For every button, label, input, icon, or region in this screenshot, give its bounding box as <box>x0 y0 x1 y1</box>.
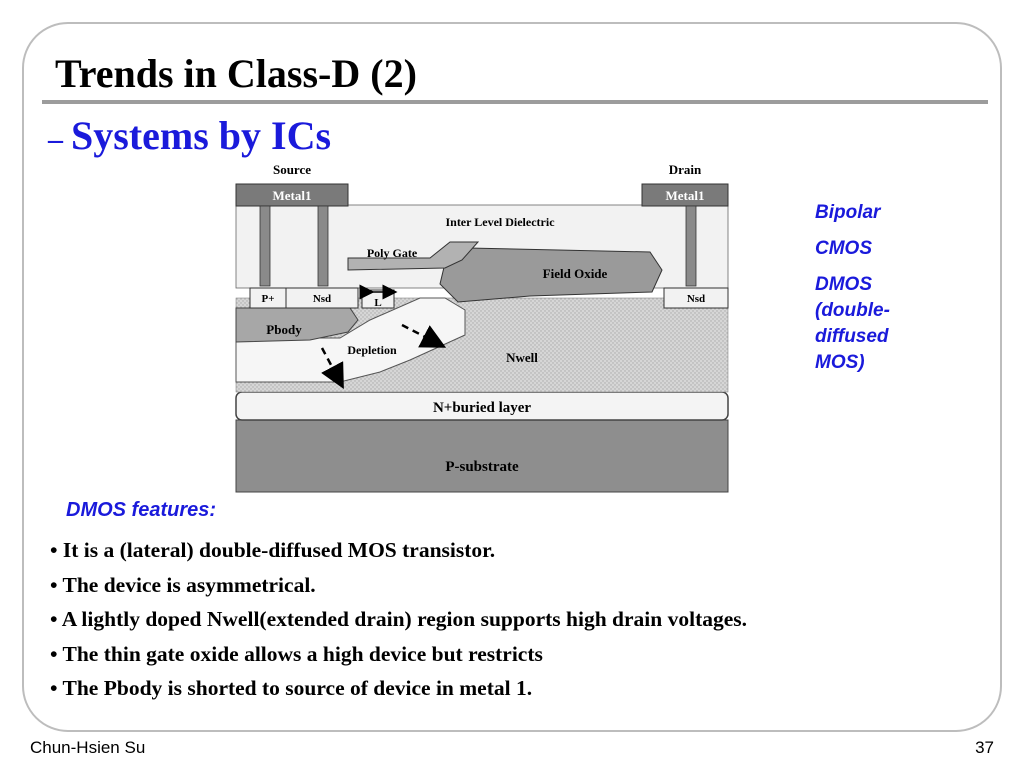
field-oxide-label: Field Oxide <box>543 266 608 281</box>
features-bullet-list: • It is a (lateral) double-diffused MOS … <box>50 533 747 706</box>
technology-line: DMOS <box>815 274 872 295</box>
poly-gate-label: Poly Gate <box>367 246 418 260</box>
source-via-left <box>259 205 271 287</box>
bullet-item: • It is a (lateral) double-diffused MOS … <box>50 538 496 562</box>
p-plus-label: P+ <box>262 293 275 305</box>
depletion-arrow-right <box>401 323 447 348</box>
technology-item-bipolar: Bipolar <box>815 200 975 226</box>
nsd-right-box <box>663 287 729 309</box>
features-heading: DMOS features: <box>66 499 217 521</box>
drain-metal <box>641 183 729 207</box>
technology-line: diffused <box>815 326 889 347</box>
footer-author: Chun-Hsien Su <box>30 738 146 757</box>
technology-line: (double- <box>815 300 890 321</box>
ild-label: Inter Level Dielectric <box>445 215 555 229</box>
drain-via <box>685 205 697 287</box>
nsd-left-box <box>285 287 359 309</box>
bullet-item: • The device is asymmetrical. <box>50 572 316 597</box>
slide-subtitle: –Systems by ICs <box>48 112 331 159</box>
p-substrate-region <box>235 419 729 493</box>
field-oxide-region <box>439 247 663 303</box>
source-via-right <box>317 205 329 287</box>
subtitle-dash: – <box>48 123 63 156</box>
title-divider <box>42 100 988 104</box>
bullet-item: • A lightly doped Nwell(extended drain) … <box>50 607 748 631</box>
page-number: 37 <box>975 738 994 757</box>
dmos-cross-section-diagram: Source Drain Metal1 Metal1 Inter Level D… <box>235 162 729 493</box>
poly-gate-region <box>347 241 480 271</box>
technology-line: MOS) <box>815 352 865 373</box>
metal-right-label: Metal1 <box>666 188 705 203</box>
source-metal <box>235 183 349 207</box>
subtitle-text: Systems by ICs <box>71 113 332 158</box>
depletion-label: Depletion <box>347 343 397 357</box>
drain-label: Drain <box>669 162 702 177</box>
technology-item-cmos: CMOS <box>815 236 975 262</box>
slide-frame <box>22 22 1002 732</box>
nsd-right-label: Nsd <box>687 293 705 305</box>
slide-title: Trends in Class-D (2) <box>55 51 417 96</box>
channel-length-label: L <box>374 297 381 309</box>
bullet-item: • The Pbody is shorted to source of devi… <box>50 676 533 700</box>
technology-line: Bipolar <box>815 202 881 223</box>
metal-left-label: Metal1 <box>273 188 312 203</box>
technology-list: Bipolar CMOS DMOS (double- diffused MOS) <box>815 200 975 386</box>
substrate-label: P-substrate <box>445 459 519 475</box>
nsd-left-label: Nsd <box>313 293 331 305</box>
technology-item-dmos: DMOS (double- diffused MOS) <box>815 272 975 376</box>
nwell-label: Nwell <box>506 350 538 365</box>
source-label: Source <box>273 162 311 177</box>
pbody-label: Pbody <box>266 322 302 337</box>
bullet-item: • The thin gate oxide allows a high devi… <box>50 641 543 666</box>
buried-layer-label: N+buried layer <box>433 400 531 416</box>
technology-line: CMOS <box>815 238 872 259</box>
depletion-arrow-down <box>320 347 344 390</box>
